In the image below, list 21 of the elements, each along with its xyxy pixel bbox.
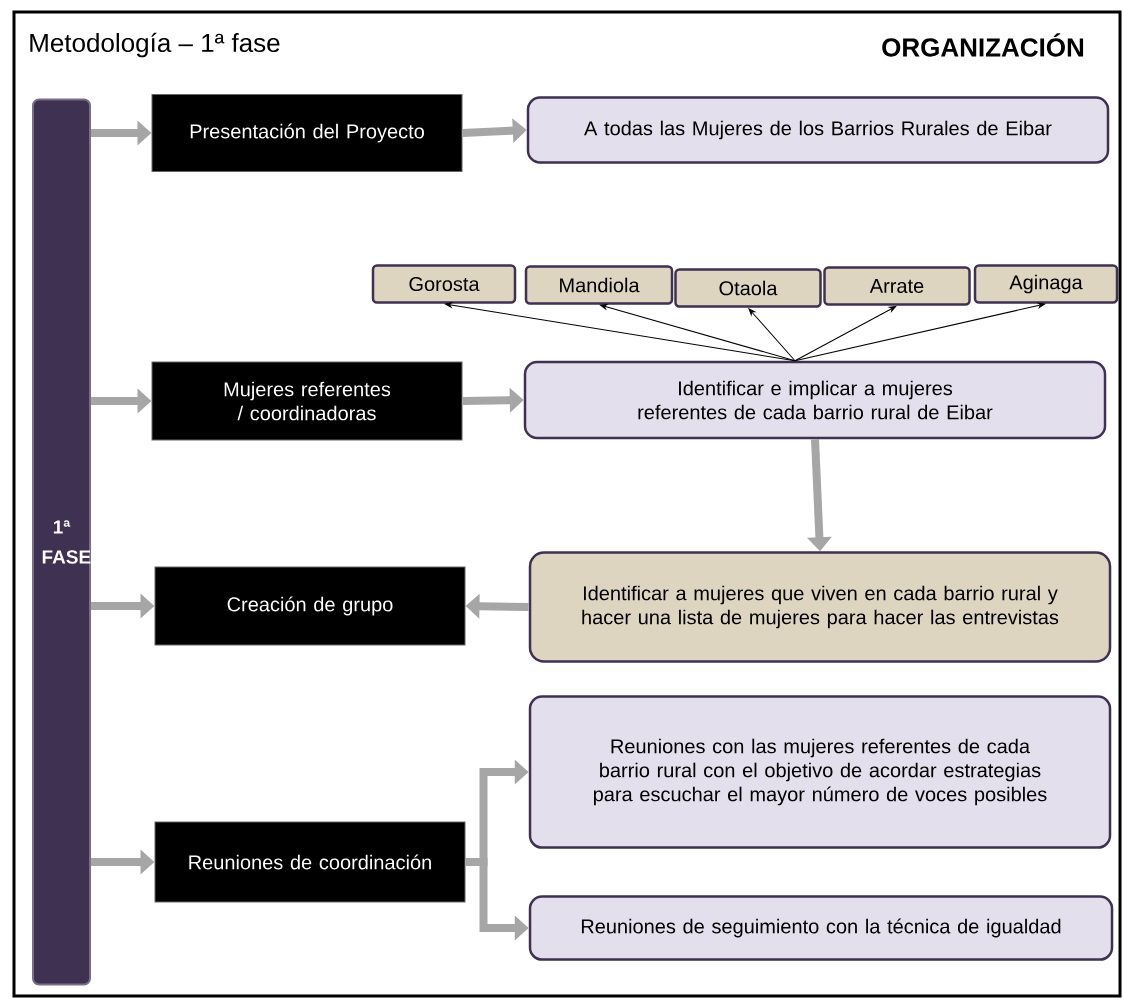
info-box: Reuniones con las mujeres referentes de cada barrio rural con el objetivo de acordar estrategias para escuchar el mayor número de voces posibles <box>528 695 1112 849</box>
info-box: Reuniones de seguimiento con la técnica de igualdad <box>528 895 1114 961</box>
neighbourhood-tag: Otaola <box>674 268 822 308</box>
info-box: Identificar e implicar a mujeres referentes de cada barrio rural de Eibar <box>523 360 1107 440</box>
arrow <box>794 302 1046 362</box>
arrow <box>794 305 897 362</box>
neighbourhood-tag: Gorosta <box>371 264 517 304</box>
neighbourhood-tag: Mandiola <box>524 265 674 305</box>
phase-bar: 1ª FASE <box>32 98 91 986</box>
process-box: Presentación del Proyecto <box>151 94 463 172</box>
arrow <box>748 308 796 362</box>
info-box: A todas las Mujeres de los Barrios Rurales de Eibar <box>526 96 1110 164</box>
heading: ORGANIZACIÓN <box>882 33 1084 57</box>
neighbourhood-tag: Aginaga <box>973 264 1119 304</box>
arrow <box>599 304 796 362</box>
neighbourhood-tag: Arrate <box>823 266 971 306</box>
process-box: Reuniones de coordinación <box>154 821 466 903</box>
title: Metodología – 1ª fase <box>30 32 280 58</box>
info-box: Identificar a mujeres que viven en cada barrio rural y hacer una lista de mujeres para hacer las entrevistas <box>528 551 1112 663</box>
process-box: Mujeres referentes / coordinadoras <box>151 361 463 441</box>
process-box: Creación de grupo <box>154 566 466 646</box>
